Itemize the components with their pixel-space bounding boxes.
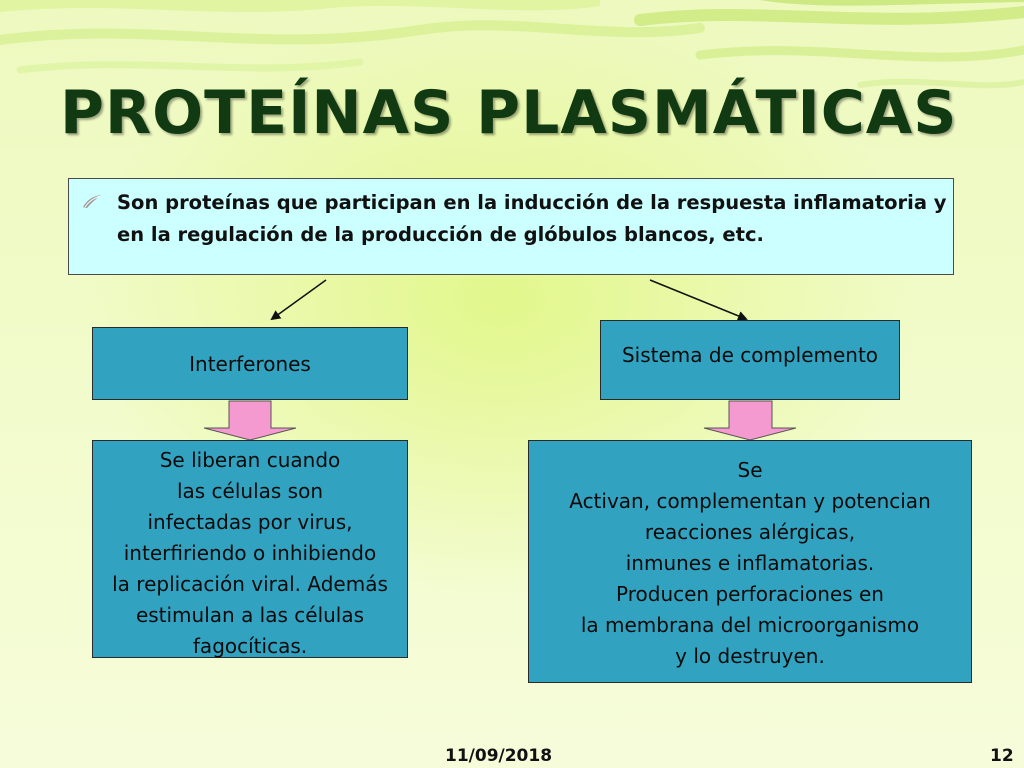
definition-box: Son proteínas que participan en la induc…: [68, 178, 954, 275]
description-line: Activan, complementan y potencian: [569, 489, 931, 513]
description-line: Producen perforaciones en: [616, 582, 884, 606]
description-line: y lo destruyen.: [675, 644, 825, 668]
sistema-complemento-description: Se Activan, complementan y potencian rea…: [528, 440, 972, 683]
background-decoration: [0, 0, 1024, 89]
description-line: Se: [737, 458, 763, 482]
description-line: infectadas por virus,: [147, 510, 353, 534]
description-line: estimulan a las células: [135, 603, 365, 627]
interferones-box: Interferones: [92, 327, 408, 400]
interferones-label: Interferones: [189, 351, 311, 376]
page-number: 12: [990, 746, 1014, 766]
interferones-description: Se liberan cuando las células son infect…: [92, 440, 408, 658]
footer-date: 11/09/2018: [445, 746, 553, 766]
description-line: las células son: [176, 479, 324, 503]
description-line: reacciones alérgicas,: [644, 520, 856, 544]
block-arrow-down-icon: [203, 400, 297, 441]
bullet-icon: [83, 195, 101, 208]
slide-title: PROTEÍNAS PLASMÁTICAS: [60, 78, 958, 148]
description-line: Se liberan cuando: [159, 448, 341, 472]
description-line: inmunes e inflamatorias.: [625, 551, 875, 575]
description-line: la membrana del microorganismo: [580, 613, 920, 637]
sistema-complemento-label: Sistema de complemento: [621, 343, 879, 367]
description-line: fagocíticas.: [192, 634, 308, 658]
arrow-to-interferones: [270, 279, 327, 321]
description-line: interfiriendo o inhibiendo: [123, 541, 377, 565]
block-arrow-down-icon: [703, 400, 797, 441]
definition-text: Son proteínas que participan en la induc…: [117, 191, 947, 246]
description-line: la replicación viral. Además: [112, 572, 388, 596]
sistema-complemento-box: Sistema de complemento: [600, 320, 900, 400]
arrow-to-sistema-complemento: [649, 279, 748, 321]
